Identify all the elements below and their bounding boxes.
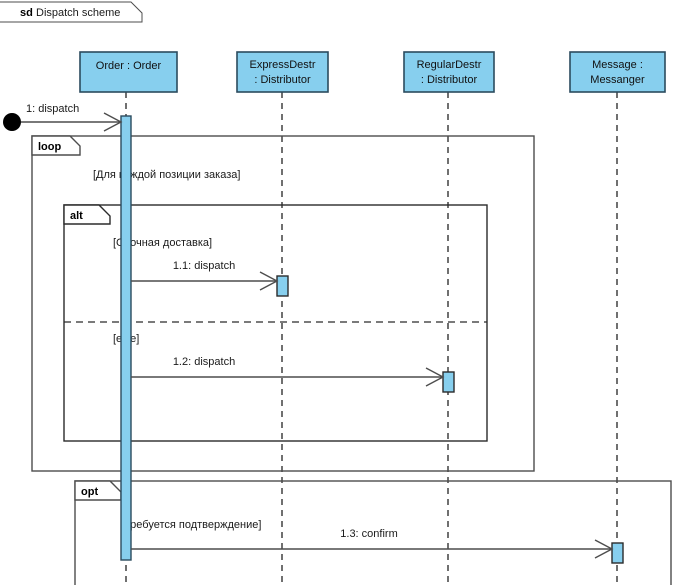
fragment-alt-guard-1: [Срочная доставка] <box>113 237 212 249</box>
activation-bar-order[interactable] <box>120 115 132 561</box>
message-2-label: 1.2: dispatch <box>173 356 235 368</box>
fragment-opt[interactable]: opt [Требуется подтверждение] <box>74 480 672 585</box>
lifeline-label-express-line2: : Distributor <box>254 74 311 86</box>
fragment-loop[interactable]: loop [Для каждой позиции заказа] <box>31 135 535 472</box>
fragment-alt-operator-tab <box>63 204 111 225</box>
fragment-opt-border <box>74 480 672 585</box>
diagram-title-tab: sd Dispatch scheme <box>0 1 143 23</box>
fragment-opt-operator: opt <box>81 486 98 498</box>
lifeline-label-regular-line2: : Distributor <box>421 74 478 86</box>
message-2-arrowhead <box>425 367 445 387</box>
message-2[interactable]: 1.2: dispatch <box>131 356 445 387</box>
lifeline-label-order-line1: Order : Order <box>96 60 162 72</box>
start-node-circle <box>3 113 21 131</box>
lifeline-label-regular-line1: RegularDestr <box>417 59 482 71</box>
message-3-arrowhead <box>594 539 614 559</box>
diagram-title: Dispatch scheme <box>36 7 120 19</box>
message-3[interactable]: 1.3: confirm <box>131 528 614 559</box>
fragment-loop-operator-tab <box>31 135 81 156</box>
fragment-loop-guard: [Для каждой позиции заказа] <box>93 169 240 181</box>
lifeline-head-regular[interactable]: RegularDestr : Distributor <box>403 51 495 93</box>
activation-bar-messanger[interactable] <box>611 542 624 564</box>
fragment-loop-operator: loop <box>38 141 61 153</box>
lifeline-lines <box>125 92 618 585</box>
lifeline-label-messanger-line2: Messanger <box>590 74 645 86</box>
activation-bars <box>120 115 624 564</box>
fragment-loop-border <box>31 135 535 472</box>
lifeline-box-messanger <box>569 51 666 93</box>
message-0-label: 1: dispatch <box>26 103 79 115</box>
lifeline-head-messanger[interactable]: Message : Messanger <box>569 51 666 93</box>
message-0-arrowhead <box>103 112 123 132</box>
lifeline-box-express <box>236 51 329 93</box>
diagram-kind-keyword: sd <box>20 7 33 19</box>
activation-bar-regular[interactable] <box>442 371 455 393</box>
lifeline-label-express-line1: ExpressDestr <box>249 59 315 71</box>
fragment-opt-guard: [Требуется подтверждение] <box>121 519 261 531</box>
message-1-arrowhead <box>259 271 279 291</box>
message-3-label: 1.3: confirm <box>340 528 397 540</box>
lifeline-box-regular <box>403 51 495 93</box>
fragment-alt[interactable]: alt [Срочная доставка] [else] <box>63 204 488 442</box>
lifeline-box-order <box>79 51 178 93</box>
fragment-alt-operator: alt <box>70 210 83 222</box>
activation-bar-express[interactable] <box>276 275 289 297</box>
message-0[interactable]: 1: dispatch <box>21 103 123 132</box>
message-1[interactable]: 1.1: dispatch <box>131 260 279 291</box>
lifeline-label-messanger-line1: Message : <box>592 59 643 71</box>
lifeline-head-express[interactable]: ExpressDestr : Distributor <box>236 51 329 93</box>
message-1-label: 1.1: dispatch <box>173 260 235 272</box>
start-node[interactable] <box>3 113 21 131</box>
lifeline-head-order[interactable]: Order : Order <box>79 51 178 93</box>
fragment-alt-border <box>63 204 488 442</box>
